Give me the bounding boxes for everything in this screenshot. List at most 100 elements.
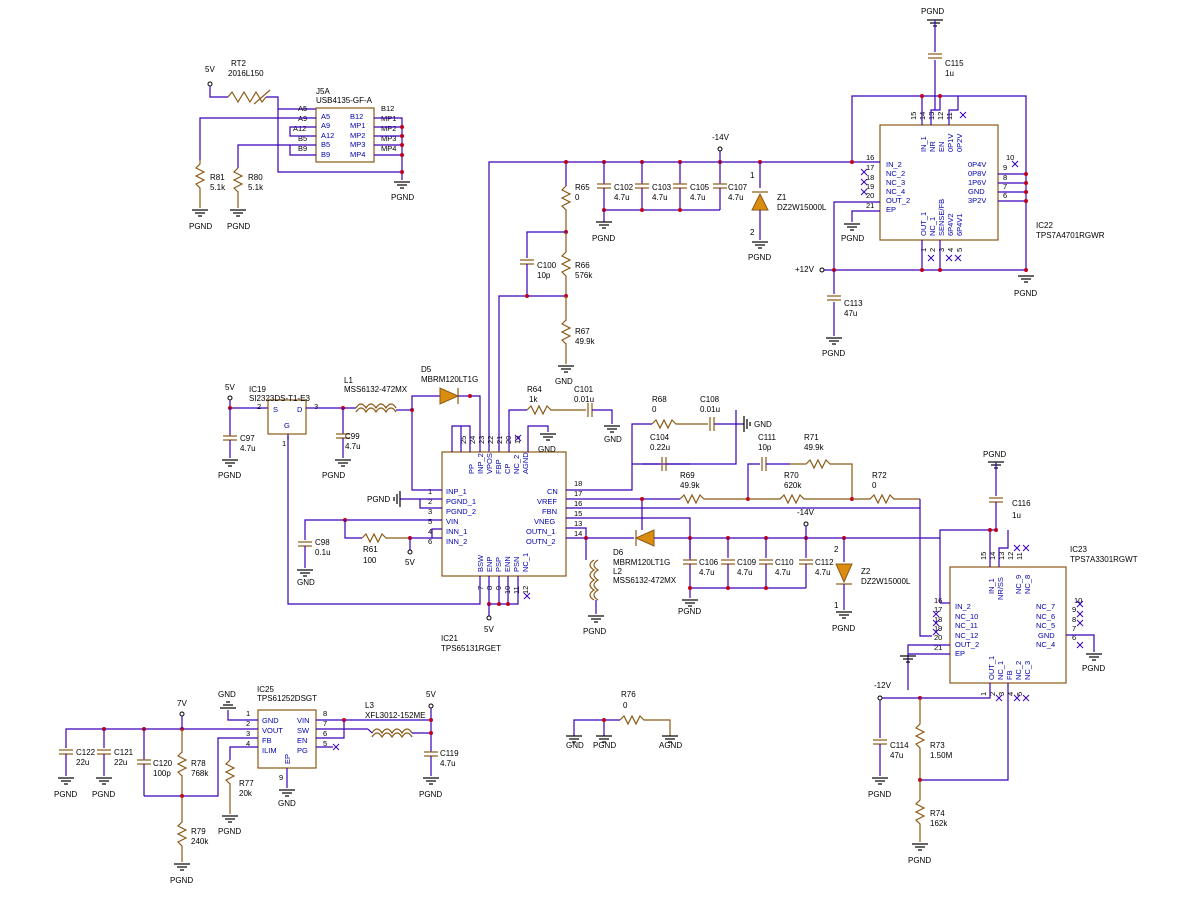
capacitor-c114: C114 47u PGND bbox=[868, 700, 909, 799]
resistor-r78: R78 768k bbox=[176, 729, 209, 796]
svg-text:OUTN_2: OUTN_2 bbox=[526, 537, 556, 546]
svg-text:IN_2: IN_2 bbox=[886, 160, 902, 169]
svg-text:PGND: PGND bbox=[678, 607, 701, 616]
svg-text:2: 2 bbox=[428, 497, 432, 506]
svg-text:B5: B5 bbox=[321, 140, 330, 149]
svg-text:PGND: PGND bbox=[218, 827, 241, 836]
svg-text:PGND: PGND bbox=[1014, 289, 1037, 298]
resistor-r74: R74 162k PGND bbox=[908, 780, 948, 865]
svg-text:PGND: PGND bbox=[822, 349, 845, 358]
svg-text:NC_1: NC_1 bbox=[928, 217, 937, 236]
svg-text:INP_1: INP_1 bbox=[446, 487, 467, 496]
ic21-body bbox=[441, 451, 567, 577]
svg-text:PGND: PGND bbox=[391, 193, 414, 202]
svg-text:22u: 22u bbox=[114, 758, 127, 767]
svg-text:R68: R68 bbox=[652, 395, 667, 404]
svg-text:47u: 47u bbox=[844, 309, 857, 318]
svg-text:1u: 1u bbox=[945, 69, 954, 78]
svg-text:240k: 240k bbox=[191, 837, 209, 846]
svg-text:-12V: -12V bbox=[874, 681, 892, 690]
svg-text:CN: CN bbox=[547, 487, 558, 496]
svg-text:100: 100 bbox=[363, 556, 377, 565]
svg-text:DZ2W15000L: DZ2W15000L bbox=[777, 203, 827, 212]
ic23-body bbox=[949, 566, 1067, 684]
svg-text:3P2V: 3P2V bbox=[968, 196, 986, 205]
svg-text:A5: A5 bbox=[321, 112, 330, 121]
svg-text:A5: A5 bbox=[298, 104, 307, 113]
svg-text:VNEG: VNEG bbox=[534, 517, 555, 526]
svg-text:5: 5 bbox=[323, 739, 327, 748]
svg-text:1: 1 bbox=[282, 439, 286, 448]
svg-text:C120: C120 bbox=[153, 759, 173, 768]
svg-text:6: 6 bbox=[428, 537, 432, 546]
svg-text:6P4V2: 6P4V2 bbox=[946, 213, 955, 236]
resistor-r68: R68 0 bbox=[651, 395, 708, 430]
svg-text:NC_2: NC_2 bbox=[512, 455, 521, 474]
svg-text:BSW: BSW bbox=[476, 554, 485, 572]
svg-text:C115: C115 bbox=[945, 59, 964, 68]
svg-text:Z2: Z2 bbox=[861, 567, 871, 576]
svg-text:IC23: IC23 bbox=[1070, 545, 1087, 554]
capacitor-c106: C106 4.7u bbox=[683, 538, 719, 598]
svg-text:576k: 576k bbox=[575, 271, 593, 280]
svg-text:OUT_1: OUT_1 bbox=[919, 212, 928, 236]
svg-text:R64: R64 bbox=[527, 385, 542, 394]
usb-connector-section: 5V RT2 2016L150 J5A USB4135-GF-A A5 A9 A… bbox=[189, 59, 414, 231]
svg-text:5V: 5V bbox=[484, 625, 494, 634]
resistor-r67: R67 49.9k GND bbox=[555, 296, 596, 386]
svg-text:PGND: PGND bbox=[592, 234, 615, 243]
svg-text:24: 24 bbox=[468, 436, 477, 444]
ground-tie-r76: GND PGND R76 0 AGND bbox=[565, 690, 682, 750]
svg-text:PGND: PGND bbox=[832, 624, 855, 633]
svg-text:PGND: PGND bbox=[189, 222, 212, 231]
svg-text:20: 20 bbox=[866, 191, 874, 200]
net-5v-ic25: 5V bbox=[426, 690, 436, 709]
svg-text:10p: 10p bbox=[758, 443, 772, 452]
svg-text:ILIM: ILIM bbox=[262, 746, 277, 755]
resistor-r61: R61 100 bbox=[361, 532, 410, 565]
capacitor-c115: PGND C115 1u bbox=[921, 7, 964, 110]
svg-text:5V: 5V bbox=[205, 65, 215, 74]
svg-text:1: 1 bbox=[919, 248, 928, 252]
svg-text:B12: B12 bbox=[350, 112, 363, 121]
svg-text:+12V: +12V bbox=[795, 265, 815, 274]
svg-text:GND: GND bbox=[262, 716, 279, 725]
svg-text:R71: R71 bbox=[804, 433, 819, 442]
resistor-r70: R70 620k bbox=[748, 471, 852, 505]
svg-text:0: 0 bbox=[652, 405, 657, 414]
svg-text:20: 20 bbox=[934, 633, 942, 642]
svg-text:1: 1 bbox=[750, 171, 755, 180]
svg-text:4: 4 bbox=[428, 527, 432, 536]
svg-text:18: 18 bbox=[934, 615, 942, 624]
svg-text:9: 9 bbox=[1003, 163, 1007, 172]
svg-text:R81: R81 bbox=[210, 173, 225, 182]
svg-text:FBN: FBN bbox=[542, 507, 557, 516]
svg-text:1u: 1u bbox=[1012, 511, 1021, 520]
net-n14v-mid: -14V bbox=[797, 508, 815, 538]
svg-text:10: 10 bbox=[1074, 596, 1082, 605]
svg-text:PGND: PGND bbox=[367, 495, 390, 504]
neg14-rail-section: -14V C102 4.7u C103 4.7u C105 4.7u C107 … bbox=[488, 133, 852, 452]
svg-text:162k: 162k bbox=[930, 819, 948, 828]
ic19-section: 5V IC19 SI2323DS-T1-E3 S G D 2 3 1 C97 4… bbox=[218, 365, 478, 480]
svg-text:21: 21 bbox=[934, 643, 942, 652]
svg-text:CP: CP bbox=[503, 464, 512, 474]
svg-text:NC_4: NC_4 bbox=[886, 187, 905, 196]
svg-text:NC_1: NC_1 bbox=[521, 553, 530, 572]
resistor-r66: R66 576k bbox=[560, 232, 593, 296]
svg-text:5V: 5V bbox=[225, 383, 235, 392]
svg-text:14: 14 bbox=[574, 529, 582, 538]
resistor-r65: R65 0 bbox=[560, 183, 590, 232]
svg-text:PGND: PGND bbox=[227, 222, 250, 231]
svg-text:5: 5 bbox=[428, 517, 432, 526]
svg-text:R67: R67 bbox=[575, 327, 590, 336]
svg-text:L3: L3 bbox=[365, 701, 374, 710]
svg-text:47u: 47u bbox=[890, 751, 903, 760]
svg-text:NC_8: NC_8 bbox=[1023, 575, 1032, 594]
inductor-l2: L2 MSS6132-472MX bbox=[589, 559, 677, 601]
svg-text:4.7u: 4.7u bbox=[345, 442, 361, 451]
svg-text:0.22u: 0.22u bbox=[650, 443, 670, 452]
svg-text:NC_7: NC_7 bbox=[1036, 602, 1055, 611]
capacitor-c113: C113 47u PGND bbox=[822, 270, 863, 358]
